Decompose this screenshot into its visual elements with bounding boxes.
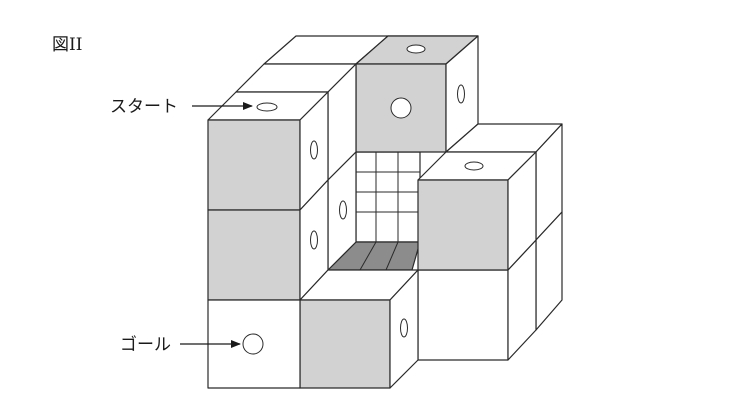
hole-icon	[310, 140, 318, 160]
top-right-cube	[355, 35, 479, 153]
hole-icon	[406, 44, 426, 54]
hole-icon	[242, 333, 264, 355]
right-block	[417, 123, 563, 361]
hole-icon	[464, 161, 484, 171]
goal-label: ゴール	[120, 334, 171, 355]
hole-icon	[390, 97, 412, 119]
front-gray-cube	[299, 269, 419, 389]
hole-icon	[457, 84, 465, 104]
figure-label: 図II	[52, 35, 82, 55]
middle-column	[327, 63, 357, 271]
hole-icon	[310, 230, 318, 250]
goal-annotation: ゴール	[120, 334, 241, 355]
hole-icon	[400, 318, 408, 338]
top-back-row	[235, 35, 479, 93]
left-middle-cube	[207, 179, 329, 301]
hole-icon	[339, 200, 347, 220]
goal-cube	[207, 299, 301, 389]
right-gray-cube	[417, 151, 537, 271]
start-label: スタート	[110, 97, 178, 117]
start-cube	[207, 91, 329, 211]
hole-icon	[256, 102, 278, 112]
start-annotation: スタート	[110, 97, 253, 117]
